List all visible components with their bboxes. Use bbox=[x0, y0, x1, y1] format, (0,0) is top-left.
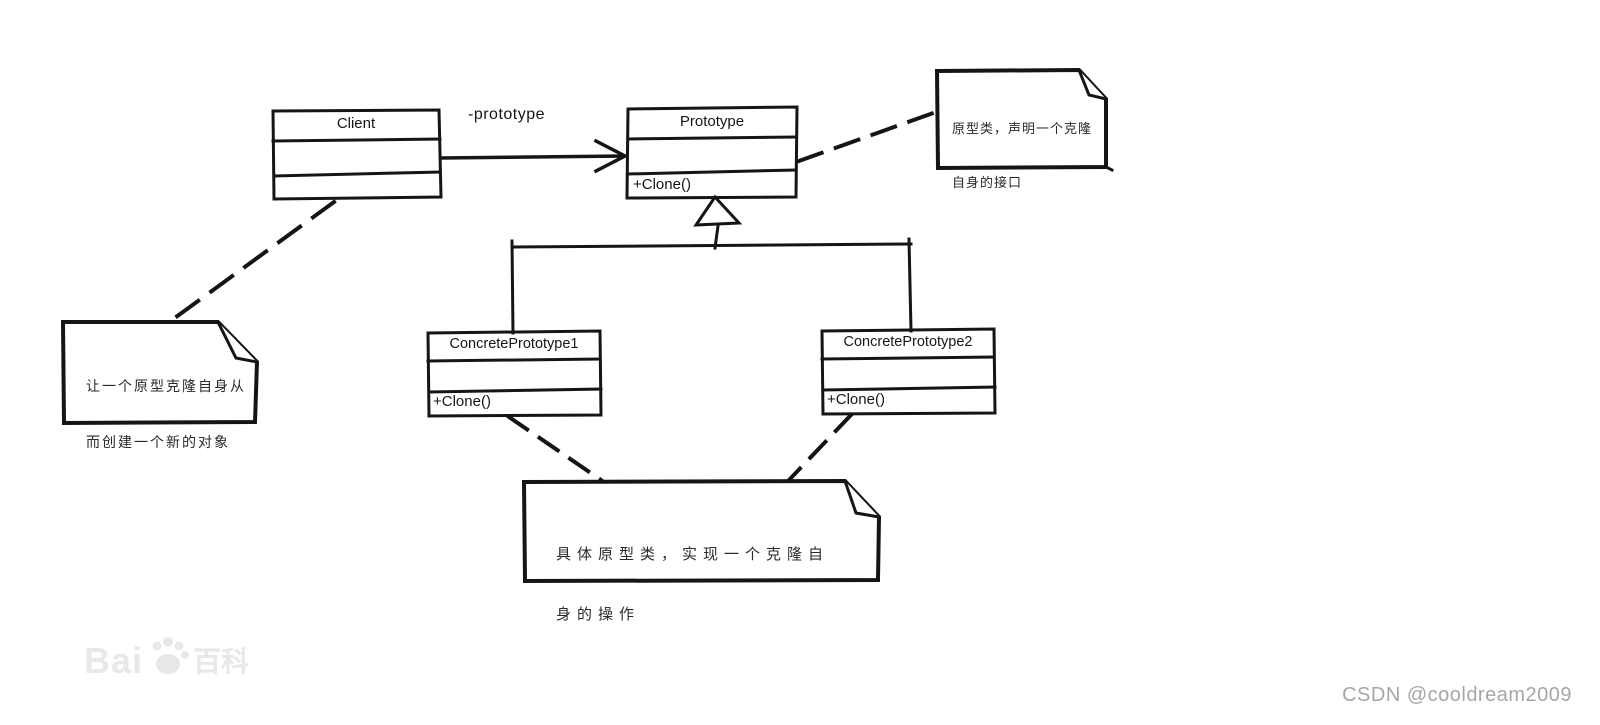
concrete-prototype1-class-name: ConcretePrototype1 bbox=[449, 336, 579, 352]
prototype-note-line1: 原型类，声明一个克隆 bbox=[952, 121, 1093, 136]
client-class-box bbox=[271, 108, 443, 201]
concrete-note-shape bbox=[521, 478, 882, 584]
client-note-line2: 而创建一个新的对象 bbox=[86, 434, 230, 450]
baidu-watermark-latin: Bai bbox=[84, 640, 144, 681]
association-role-label: -prototype bbox=[468, 106, 546, 123]
concrete-prototype2-class-name: ConcretePrototype2 bbox=[843, 334, 973, 350]
baidu-baike-watermark: Bai 百科 bbox=[84, 636, 249, 681]
note-link-prototype bbox=[796, 109, 939, 164]
client-note-shape bbox=[60, 319, 260, 426]
concrete-prototype1-clone-operation: +Clone() bbox=[433, 393, 491, 410]
concrete-prototype1-class-box bbox=[426, 329, 603, 418]
note-link-concrete1 bbox=[506, 414, 604, 483]
note-link-client bbox=[169, 199, 337, 323]
prototype-note-line2: 自身的接口 bbox=[952, 175, 1023, 190]
client-note-line1: 让一个原型克隆自身从 bbox=[86, 378, 246, 394]
concrete-prototype2-clone-operation: +Clone() bbox=[827, 391, 885, 408]
concrete-note-text: 具体原型类，实现一个克隆自 身的操作 bbox=[556, 510, 829, 660]
association-arrow bbox=[439, 138, 629, 174]
prototype-note-shape bbox=[934, 67, 1115, 173]
client-note-text: 让一个原型克隆自身从 而创建一个新的对象 bbox=[86, 344, 246, 484]
concrete-prototype2-class-box bbox=[820, 327, 997, 416]
concrete-note-line2: 身的操作 bbox=[556, 606, 641, 623]
prototype-class-box bbox=[625, 105, 799, 200]
concrete-note-line1: 具体原型类，实现一个克隆自 bbox=[556, 546, 830, 563]
generalization-connector bbox=[510, 194, 913, 335]
csdn-watermark: CSDN @cooldream2009 bbox=[1342, 684, 1572, 706]
prototype-clone-operation: +Clone() bbox=[633, 176, 691, 193]
client-class-name: Client bbox=[336, 115, 376, 132]
prototype-class-name: Prototype bbox=[679, 113, 745, 130]
prototype-note-text: 原型类，声明一个克隆 自身的接口 bbox=[952, 88, 1092, 223]
baidu-watermark-cn: 百科 bbox=[193, 646, 250, 677]
baidu-paw-icon bbox=[145, 636, 191, 683]
note-link-concrete2 bbox=[786, 412, 854, 483]
